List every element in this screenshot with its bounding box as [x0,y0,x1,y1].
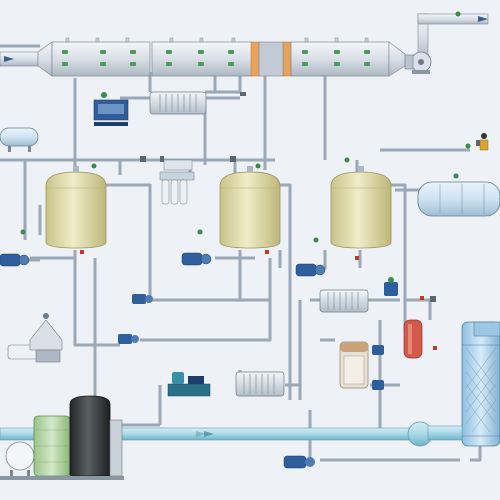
pump-7 [283,455,315,469]
valve-yellow [479,133,489,151]
separator [7,313,63,363]
heat-exchanger-top [149,91,207,115]
base-plinth [0,476,124,480]
pump-9 [372,345,384,355]
storage-tank-3 [330,166,392,249]
centrifugal-fan [404,51,432,74]
horizontal-vessel-left [0,127,39,152]
grey-cabinet [109,419,123,477]
heat-exchanger-mid [319,289,369,313]
pump-4 [132,294,153,304]
skid-unit [167,372,211,397]
duct-section-3 [290,41,390,77]
horizontal-tank [417,181,500,217]
duct-section-1 [51,41,151,77]
packed-column [461,321,500,447]
pump-3 [295,263,326,277]
pump-1 [0,253,30,267]
red-vessel [403,319,423,359]
green-tank [33,415,71,477]
black-tank [69,395,111,477]
pump-8 [372,380,384,390]
gas-duct [0,13,489,77]
filter-cartridges [159,159,195,205]
storage-tank-2 [219,166,281,249]
blower-unit [93,92,129,126]
storage-tank-1 [45,166,107,249]
main-pump [407,421,463,447]
heat-exchanger-low [235,371,285,397]
duct-section-2 [151,41,253,77]
boiler-cabinet [339,341,369,389]
pump-5 [118,334,139,344]
pump-2 [181,252,212,266]
instruments [20,11,480,350]
pump-6 [384,277,398,296]
